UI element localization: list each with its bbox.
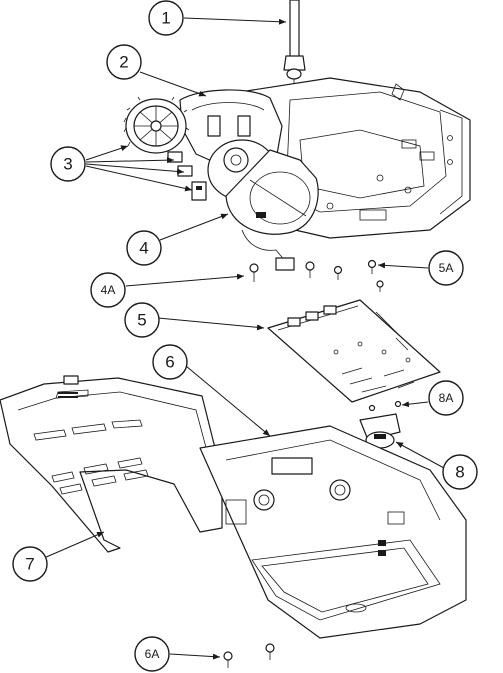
callout-4: 4 (127, 231, 161, 265)
callout-5a: 5A (429, 251, 463, 285)
svg-text:6: 6 (165, 353, 174, 372)
svg-text:1: 1 (161, 9, 170, 28)
svg-text:5A: 5A (439, 261, 454, 275)
circuit-board-part (268, 300, 440, 402)
svg-text:4A: 4A (101, 283, 116, 297)
svg-text:8A: 8A (439, 391, 454, 405)
callout-6a: 6A (135, 637, 169, 671)
screws-4a-5a (250, 261, 383, 293)
mounting-clips-part (168, 152, 206, 200)
svg-text:2: 2 (119, 53, 128, 72)
svg-text:6A: 6A (145, 647, 160, 661)
drive-shaft-part (284, 0, 305, 92)
callout-8: 8 (443, 455, 477, 489)
light-socket-part (360, 402, 401, 449)
callout-6: 6 (153, 345, 187, 379)
callout-7: 7 (13, 547, 47, 581)
callout-2: 2 (107, 45, 141, 79)
callout-3: 3 (51, 147, 85, 181)
callout-8a: 8A (429, 381, 463, 415)
callout-1: 1 (149, 1, 183, 35)
svg-text:4: 4 (139, 239, 148, 258)
svg-text:3: 3 (63, 155, 72, 174)
drive-gear-part (124, 97, 189, 153)
svg-text:5: 5 (137, 311, 146, 330)
callout-5: 5 (125, 303, 159, 337)
callout-4a: 4A (91, 273, 125, 307)
svg-text:8: 8 (455, 463, 464, 482)
svg-text:7: 7 (25, 555, 34, 574)
screws-6a (224, 644, 274, 668)
